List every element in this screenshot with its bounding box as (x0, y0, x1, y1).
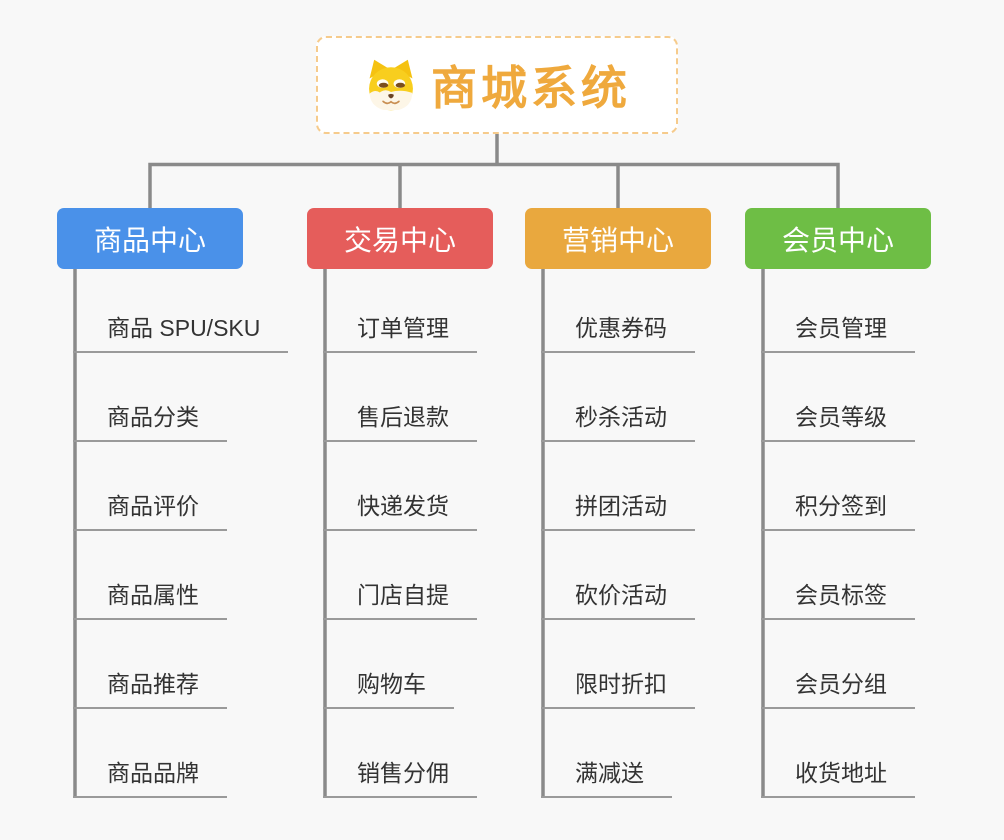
topic-list-member-center: 会员管理会员等级积分签到会员标签会员分组收货地址 (761, 264, 915, 798)
branch-node-product-center[interactable]: 商品中心 (57, 208, 243, 269)
topic-item[interactable]: 满减送 (541, 709, 672, 798)
topic-item[interactable]: 砍价活动 (541, 531, 695, 620)
topic-item[interactable]: 会员等级 (761, 353, 915, 442)
branch-node-trade-center[interactable]: 交易中心 (307, 208, 493, 269)
topic-item[interactable]: 购物车 (323, 620, 454, 709)
topic-item[interactable]: 销售分佣 (323, 709, 477, 798)
topic-item[interactable]: 商品属性 (73, 531, 227, 620)
topic-item-label: 优惠券码 (575, 315, 667, 341)
topic-list-trade-center: 订单管理售后退款快递发货门店自提购物车销售分佣 (323, 264, 477, 798)
root-title: 商城系统 (431, 62, 631, 114)
topic-item-label: 满减送 (575, 760, 644, 786)
topic-item[interactable]: 商品推荐 (73, 620, 227, 709)
topic-item-label: 商品 SPU/SKU (107, 315, 261, 341)
topic-item[interactable]: 售后退款 (323, 353, 477, 442)
topic-item[interactable]: 积分签到 (761, 442, 915, 531)
branch-label: 商品中心 (93, 224, 206, 256)
topic-item-label: 拼团活动 (575, 493, 667, 519)
topic-item-label: 快递发货 (357, 493, 449, 519)
topic-item[interactable]: 门店自提 (323, 531, 477, 620)
topic-item[interactable]: 订单管理 (323, 264, 477, 353)
topic-item-label: 订单管理 (357, 315, 449, 341)
topic-item-label: 销售分佣 (357, 760, 449, 786)
topic-item-label: 会员标签 (795, 582, 887, 608)
topic-item-label: 会员分组 (795, 671, 887, 697)
branch-label: 交易中心 (343, 224, 456, 256)
topic-item[interactable]: 收货地址 (761, 709, 915, 798)
root-node[interactable]: 商城系统 (316, 36, 678, 134)
connector-bus (148, 162, 840, 208)
branch-node-marketing-center[interactable]: 营销中心 (525, 208, 711, 269)
topic-item[interactable]: 商品分类 (73, 353, 227, 442)
topic-item-label: 商品分类 (107, 404, 199, 430)
topic-item-label: 收货地址 (795, 760, 887, 786)
topic-item[interactable]: 拼团活动 (541, 442, 695, 531)
topic-item-label: 门店自提 (357, 582, 449, 608)
topic-item[interactable]: 优惠券码 (541, 264, 695, 353)
topic-item[interactable]: 商品 SPU/SKU (73, 264, 289, 353)
topic-item-label: 限时折扣 (575, 671, 667, 697)
topic-item[interactable]: 会员分组 (761, 620, 915, 709)
topic-item[interactable]: 秒杀活动 (541, 353, 695, 442)
topic-item-label: 会员管理 (795, 315, 887, 341)
topic-item[interactable]: 限时折扣 (541, 620, 695, 709)
topic-item-label: 购物车 (357, 671, 426, 697)
topic-item[interactable]: 快递发货 (323, 442, 477, 531)
branch-label: 营销中心 (561, 224, 674, 256)
topic-item-label: 售后退款 (357, 404, 449, 430)
topic-item-label: 秒杀活动 (575, 404, 667, 430)
topic-item-label: 砍价活动 (575, 582, 667, 608)
topic-item[interactable]: 会员标签 (761, 531, 915, 620)
topic-item-label: 商品评价 (107, 493, 199, 519)
topic-item-label: 商品品牌 (107, 760, 199, 786)
topic-list-product-center: 商品 SPU/SKU 商品分类商品评价商品属性商品推荐商品品牌 (73, 264, 289, 798)
topic-item-label: 商品推荐 (107, 671, 199, 697)
topic-item[interactable]: 商品品牌 (73, 709, 227, 798)
branch-label: 会员中心 (781, 224, 894, 256)
topic-list-marketing-center: 优惠券码秒杀活动拼团活动砍价活动限时折扣满减送 (541, 264, 695, 798)
branch-node-member-center[interactable]: 会员中心 (745, 208, 931, 269)
doge-icon (369, 59, 413, 111)
topic-item-label: 商品属性 (107, 582, 199, 608)
topic-item[interactable]: 商品评价 (73, 442, 227, 531)
topic-item-label: 会员等级 (795, 404, 887, 430)
topic-item[interactable]: 会员管理 (761, 264, 915, 353)
topic-item-label: 积分签到 (795, 493, 887, 519)
